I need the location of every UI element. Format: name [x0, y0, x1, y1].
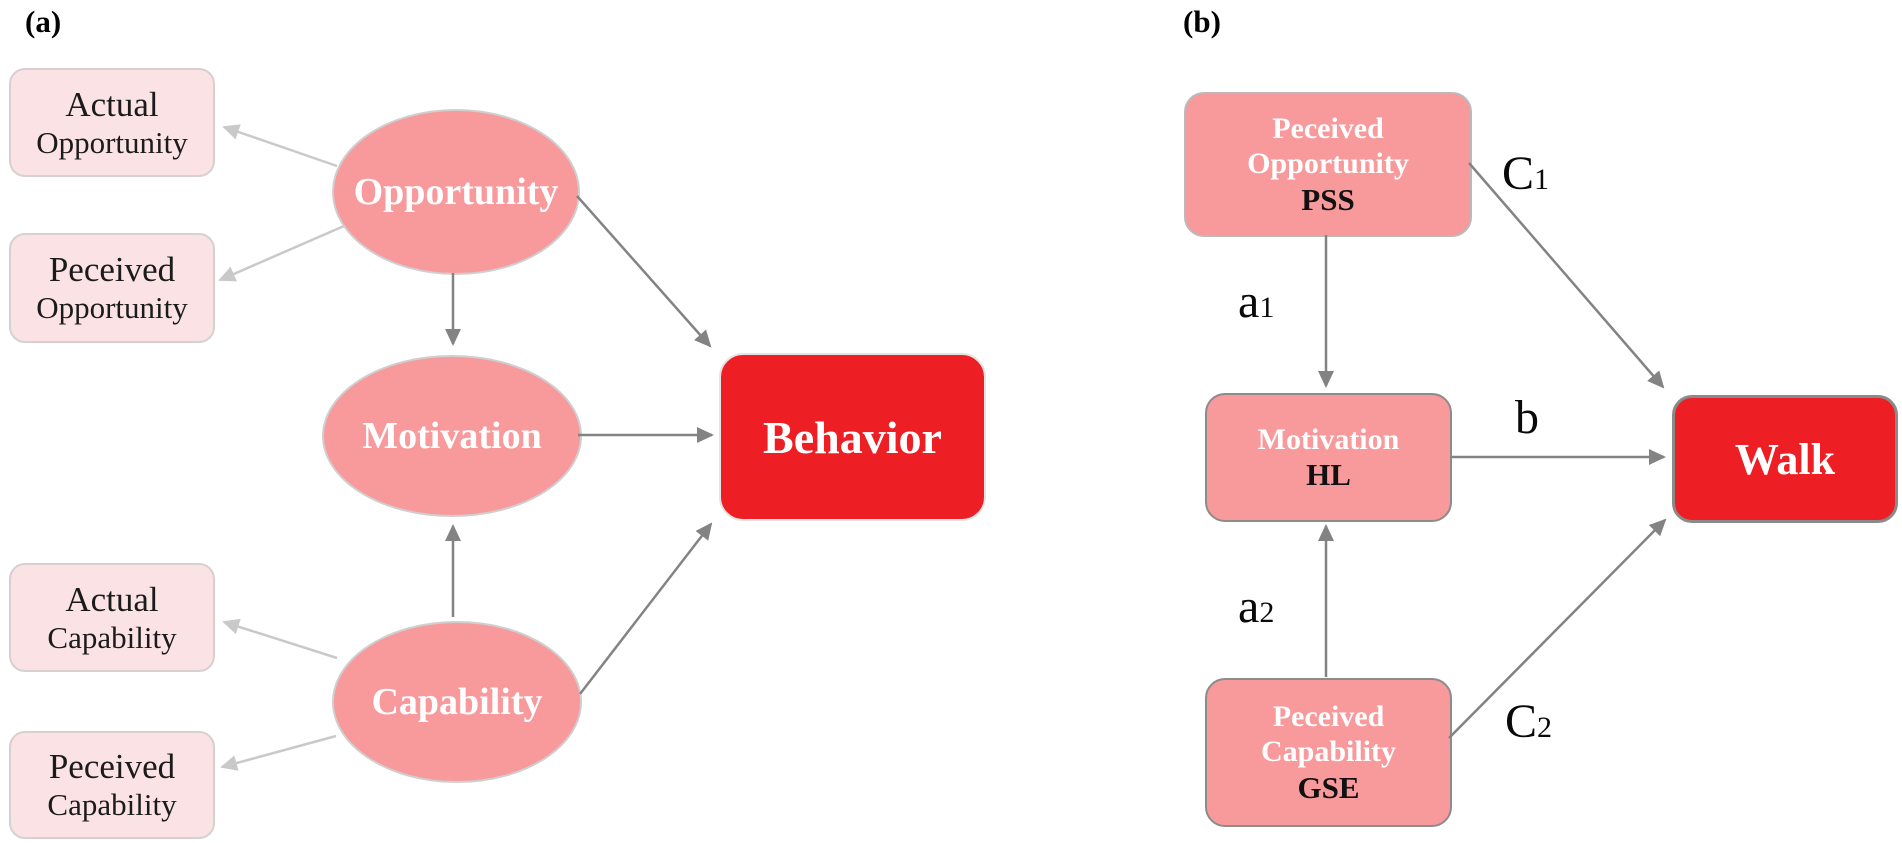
node-behavior: Behavior	[719, 353, 986, 521]
node-label-line1: Actual	[65, 579, 159, 619]
node-pss: Peceived Opportunity PSS	[1184, 92, 1472, 237]
arrow-opportunity-to-actual-opportunity	[222, 124, 338, 168]
node-gse: Peceived Capability GSE	[1205, 678, 1452, 827]
node-label-line1: Peceived	[1272, 111, 1384, 145]
path-label-c1: C1	[1502, 150, 1549, 198]
node-label-line1: Peceived	[48, 250, 176, 290]
node-label: Behavior	[763, 411, 942, 463]
node-label-line2: Capability	[47, 619, 177, 655]
node-label-line1: Peceived	[1272, 699, 1385, 733]
node-actual-opportunity: Actual Opportunity	[9, 68, 215, 177]
arrow-pss-to-walk	[1468, 162, 1665, 389]
node-hl: Motivation HL	[1205, 393, 1452, 522]
path-label-sub: 1	[1534, 163, 1550, 196]
path-label-a2: a2	[1238, 583, 1274, 631]
node-label-line1: Peceived	[48, 747, 176, 787]
node-label-line2: Opportunity	[1247, 147, 1409, 181]
path-label-base: a	[1238, 580, 1260, 633]
panel-b-label: (b)	[1183, 4, 1221, 39]
path-label-b: b	[1515, 394, 1539, 442]
path-label-c2: C2	[1505, 698, 1552, 746]
node-label: Motivation	[362, 415, 542, 457]
path-label-base: C	[1502, 147, 1535, 200]
arrow-gse-to-walk	[1448, 518, 1667, 739]
path-label-base: b	[1515, 391, 1539, 444]
path-label-sub: 2	[1537, 711, 1553, 744]
path-label-a1: a1	[1238, 278, 1274, 326]
path-label-sub: 1	[1259, 291, 1275, 324]
path-label-base: a	[1238, 275, 1260, 328]
arrow-opportunity-to-peceived-opportunity	[218, 224, 345, 282]
arrow-opportunity-to-behavior	[576, 195, 712, 348]
node-label: Walk	[1734, 434, 1836, 484]
node-motivation: Motivation	[322, 355, 582, 517]
node-opportunity: Opportunity	[332, 109, 580, 275]
node-label-line2: Capability	[47, 787, 177, 823]
node-peceived-opportunity: Peceived Opportunity	[9, 233, 215, 343]
arrow-capability-to-peceived-capability	[220, 734, 337, 771]
node-peceived-capability: Peceived Capability	[9, 731, 215, 839]
arrow-capability-to-behavior	[579, 522, 713, 695]
node-walk: Walk	[1672, 395, 1898, 523]
node-label: Opportunity	[353, 171, 559, 213]
node-label-line1: Motivation	[1257, 422, 1400, 456]
node-code: PSS	[1301, 181, 1355, 217]
node-label-line2: Capability	[1260, 735, 1397, 769]
node-code: GSE	[1297, 769, 1360, 805]
node-label: Capability	[371, 681, 543, 723]
node-capability: Capability	[332, 621, 582, 783]
panel-a-label: (a)	[25, 4, 62, 39]
path-label-base: C	[1505, 695, 1538, 748]
node-code: HL	[1306, 456, 1351, 492]
node-label-line2: Opportunity	[36, 124, 188, 160]
node-label-line1: Actual	[65, 84, 159, 124]
node-label-line2: Opportunity	[36, 290, 188, 326]
node-actual-capability: Actual Capability	[9, 563, 215, 672]
path-label-sub: 2	[1259, 596, 1275, 629]
arrow-capability-to-actual-capability	[222, 618, 338, 660]
